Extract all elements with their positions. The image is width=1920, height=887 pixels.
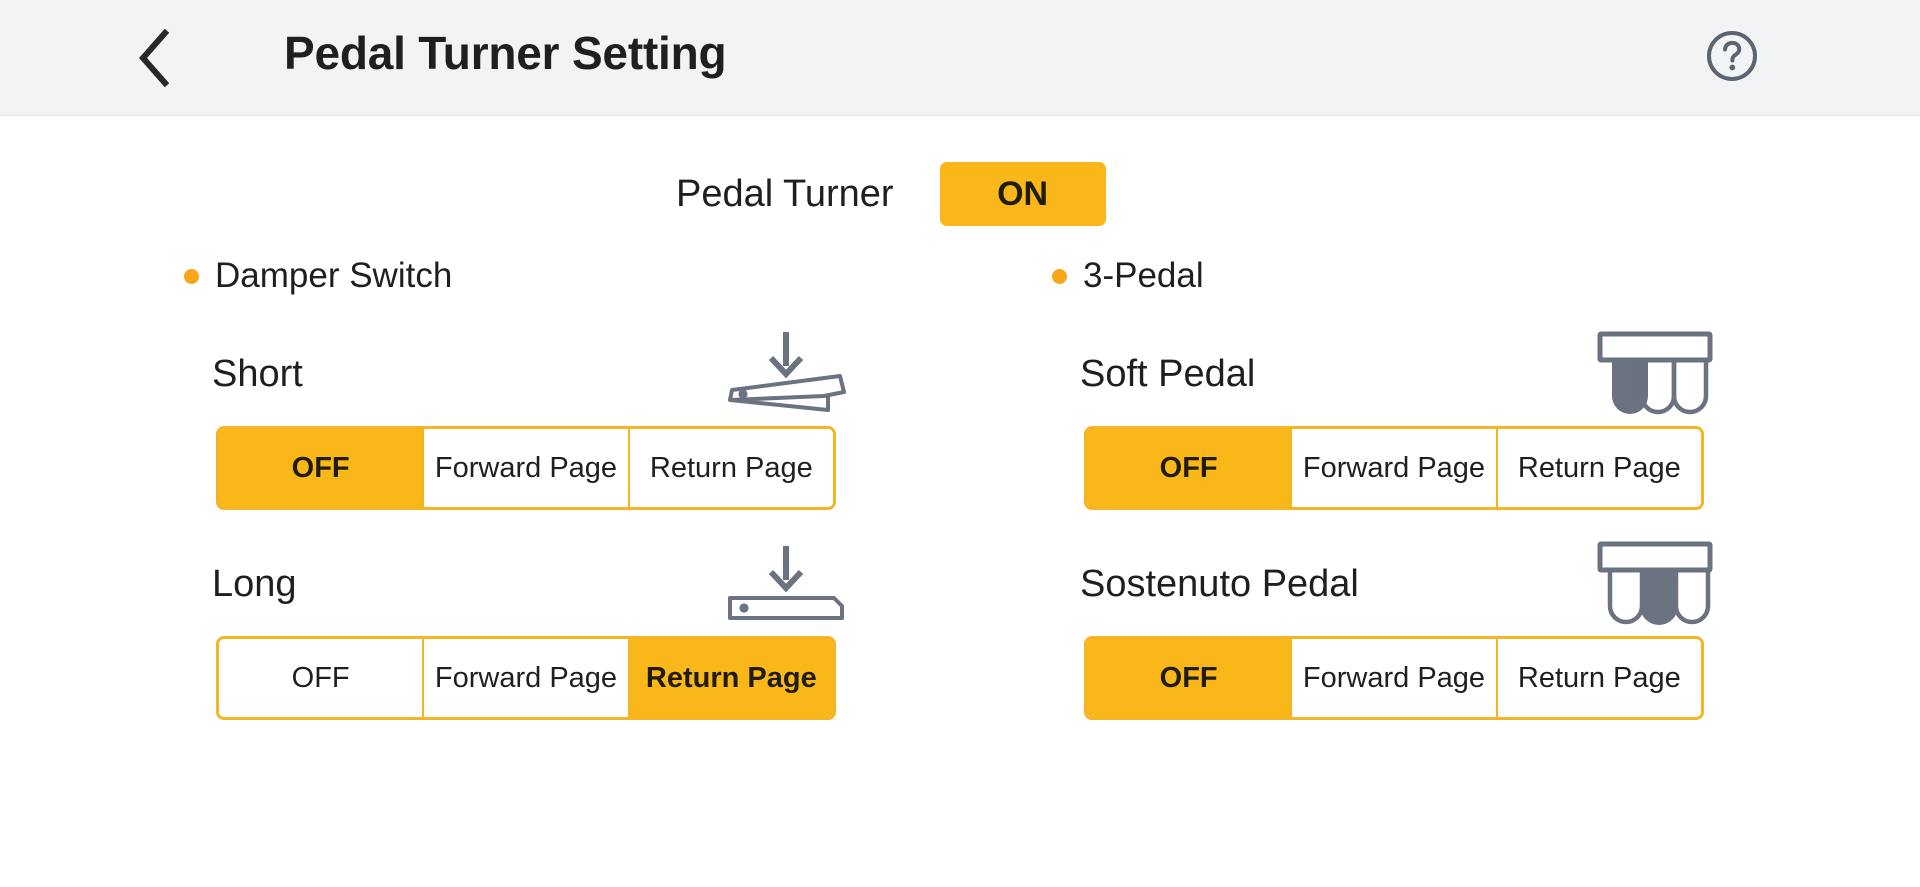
pedal-turner-label: Pedal Turner	[676, 172, 894, 215]
pedal-flat-down-arrow-icon	[716, 538, 856, 630]
pedal-label-long: Long	[212, 562, 297, 605]
group-title-3-pedal: 3-Pedal	[1083, 256, 1204, 295]
segment-soft-pedal-off[interactable]: OFF	[1087, 429, 1293, 507]
segment-short-off[interactable]: OFF	[219, 429, 425, 507]
chevron-left-icon	[134, 28, 174, 88]
segmented-control-sostenuto-pedal[interactable]: OFF Forward Page Return Page	[1084, 636, 1704, 720]
segment-soft-pedal-forward-page[interactable]: Forward Page	[1292, 429, 1498, 507]
segment-sostenuto-pedal-return-page[interactable]: Return Page	[1497, 639, 1701, 717]
help-button[interactable]	[1700, 26, 1764, 90]
segmented-control-short[interactable]: OFF Forward Page Return Page	[216, 426, 836, 510]
app-header: Pedal Turner Setting	[0, 0, 1920, 116]
pedal-block-long: Long OFF Forward Page Return Page	[184, 532, 864, 720]
bullet-dot-icon	[184, 268, 199, 284]
segmented-control-soft-pedal[interactable]: OFF Forward Page Return Page	[1084, 426, 1704, 510]
pedal-turner-toggle-button[interactable]: ON	[939, 162, 1106, 226]
pedal-row-soft-pedal: Soft Pedal	[1052, 322, 1732, 426]
pedal-label-sostenuto-pedal: Sostenuto Pedal	[1080, 562, 1359, 605]
pedal-block-soft-pedal: Soft Pedal OFF Forward Page Return Page	[1052, 322, 1732, 510]
group-header-3-pedal: 3-Pedal	[1052, 254, 1732, 298]
segmented-control-long[interactable]: OFF Forward Page Return Page	[216, 636, 836, 720]
pedal-row-sostenuto-pedal: Sostenuto Pedal	[1052, 532, 1732, 636]
pedal-tilted-down-arrow-icon	[716, 328, 856, 420]
group-3-pedal: 3-Pedal Soft Pedal OFF Forward Pag	[1052, 254, 1732, 742]
back-button[interactable]	[118, 24, 190, 92]
group-title-damper-switch: Damper Switch	[215, 256, 453, 295]
segment-short-forward-page[interactable]: Forward Page	[424, 429, 630, 507]
segment-sostenuto-pedal-off[interactable]: OFF	[1087, 639, 1293, 717]
segment-long-off[interactable]: OFF	[219, 639, 425, 717]
pedal-row-long: Long	[184, 532, 864, 636]
pedal-turner-master-row: Pedal Turner ON	[676, 162, 1106, 226]
pedal-row-short: Short	[184, 322, 864, 426]
segment-soft-pedal-return-page[interactable]: Return Page	[1497, 429, 1701, 507]
segment-long-forward-page[interactable]: Forward Page	[424, 639, 630, 717]
three-pedal-left-highlighted-icon	[1584, 324, 1724, 424]
bullet-dot-icon	[1052, 268, 1067, 284]
pedal-block-sostenuto-pedal: Sostenuto Pedal OFF Forward Page Return …	[1052, 532, 1732, 720]
group-damper-switch: Damper Switch Short OFF Forward Pa	[184, 254, 864, 742]
group-header-damper-switch: Damper Switch	[184, 254, 864, 298]
pedal-label-short: Short	[212, 352, 303, 395]
pedal-label-soft-pedal: Soft Pedal	[1080, 352, 1256, 395]
page-title: Pedal Turner Setting	[284, 27, 727, 79]
segment-sostenuto-pedal-forward-page[interactable]: Forward Page	[1292, 639, 1498, 717]
help-circle-icon	[1704, 28, 1760, 89]
three-pedal-middle-highlighted-icon	[1584, 534, 1724, 634]
segment-long-return-page[interactable]: Return Page	[629, 639, 833, 717]
main-content: Pedal Turner ON Damper Switch Short	[0, 116, 1920, 887]
segment-short-return-page[interactable]: Return Page	[629, 429, 833, 507]
pedal-block-short: Short OFF Forward Page Return Page	[184, 322, 864, 510]
